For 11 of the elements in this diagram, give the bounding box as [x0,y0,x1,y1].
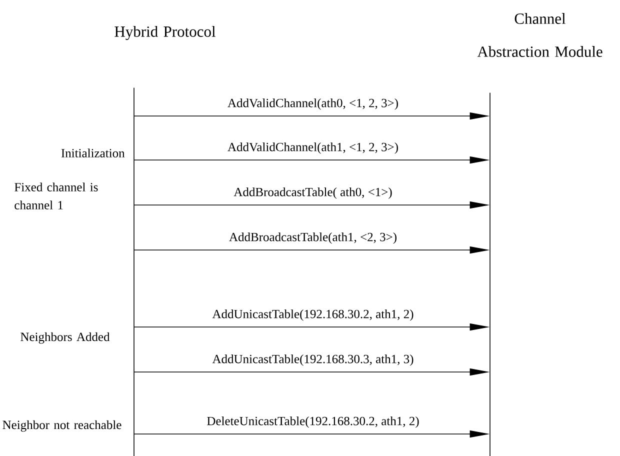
edge-label: AddValidChannel(ath0, <1, 2, 3>) [228,98,398,110]
edge-label: AddUnicastTable(192.168.30.2, ath1, 2) [212,309,414,321]
note: Initialization [61,148,125,158]
edge-label: AddBroadcastTable(ath1, <2, 3>) [229,232,396,244]
note: Fixed channel is channel 1 [14,182,98,210]
edge-label: DeleteUnicastTable(192.168.30.2, ath1, 2) [207,416,419,428]
note: Neighbor not reachable [2,420,122,432]
edge-label: AddUnicastTable(192.168.30.3, ath1, 3) [212,354,414,366]
lifeline: Channel Abstraction Module [477,13,602,456]
edge-label: AddBroadcastTable( ath0, <1>) [234,187,392,199]
edge-label: AddValidChannel(ath1, <1, 2, 3>) [228,142,398,154]
